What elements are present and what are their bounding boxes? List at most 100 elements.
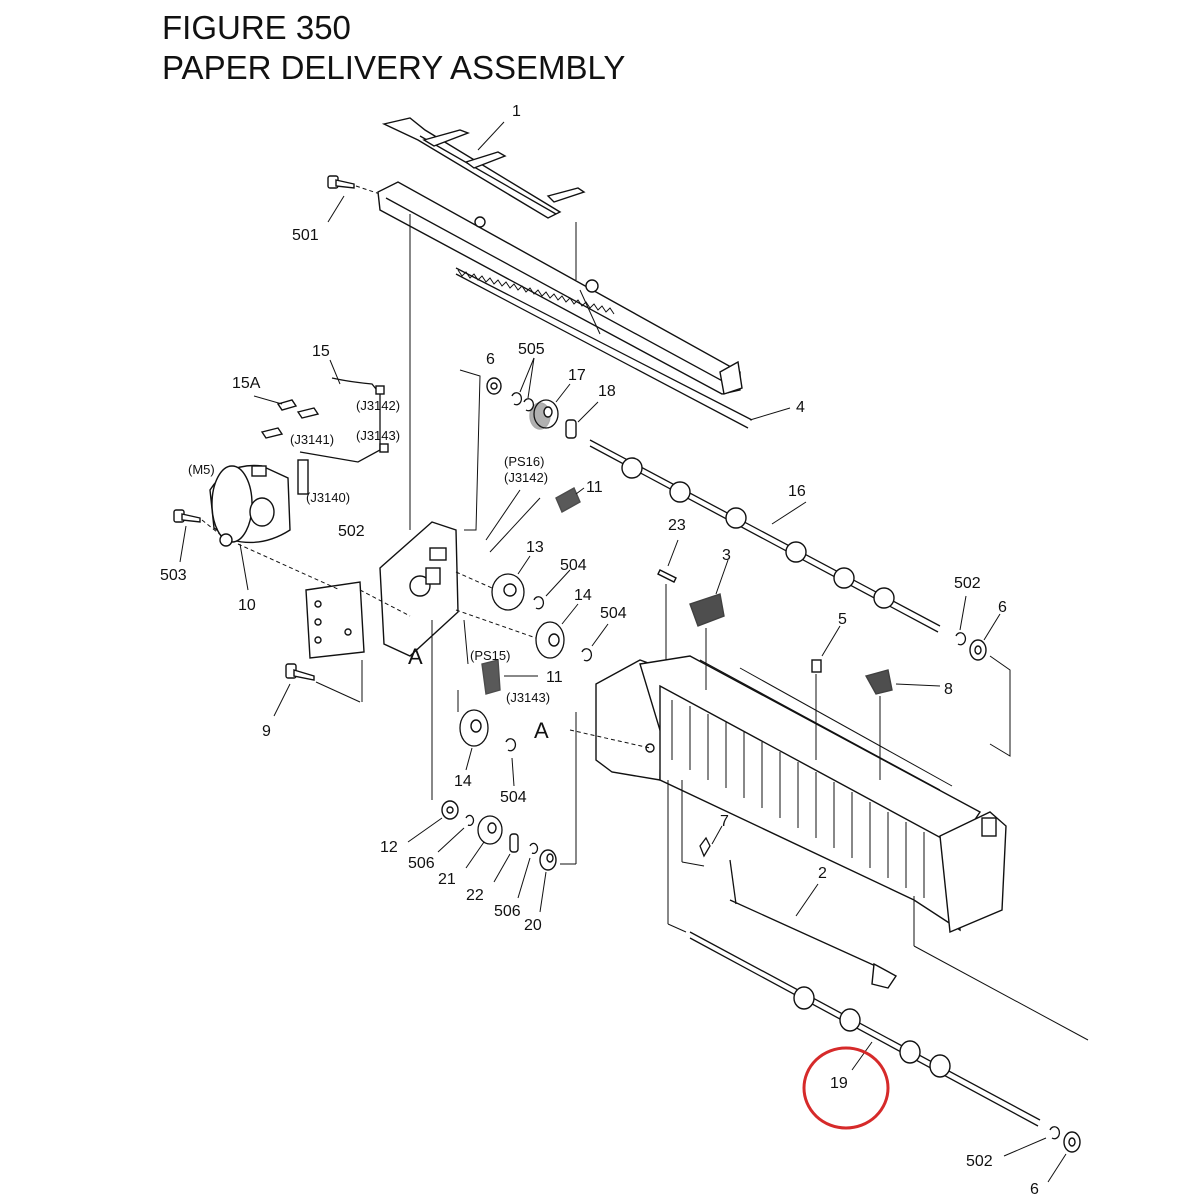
- callout-15: 15: [312, 343, 330, 360]
- callout-J3142-b: (J3142): [504, 470, 548, 485]
- top-frame: [377, 181, 743, 530]
- leader-9-bracket: [315, 681, 361, 703]
- part-18-bushing: [565, 401, 599, 439]
- part-14-gear-a: [455, 603, 579, 659]
- callout-J3143-a: (J3143): [356, 428, 400, 443]
- part-5-spring: [811, 625, 841, 760]
- callout-18: 18: [598, 383, 616, 400]
- callout-12: 12: [380, 839, 398, 856]
- callout-J3141: (J3141): [290, 432, 334, 447]
- part-8-sensor-arm: [864, 669, 941, 780]
- callout-6-bottom: 6: [1030, 1181, 1039, 1198]
- part-12-washer: [407, 800, 459, 843]
- motor-m5: [209, 464, 291, 547]
- part-2-shaft: [729, 859, 898, 989]
- callout-17: 17: [568, 367, 586, 384]
- part-503-screw: [173, 509, 223, 563]
- part-506-clip-b: [517, 842, 539, 899]
- callout-14-a: 14: [574, 587, 592, 604]
- callout-20: 20: [524, 917, 542, 934]
- part-11-sensor-ps15: [463, 619, 538, 695]
- side-plate: [237, 521, 459, 659]
- callout-501: 501: [292, 227, 319, 244]
- callout-11-bottom: 11: [546, 669, 563, 686]
- callout-502-bottom: 502: [966, 1153, 993, 1170]
- callout-14-b: 14: [454, 773, 472, 790]
- part-1-exit-guide: [381, 117, 586, 219]
- callout-504-c: 504: [500, 789, 527, 806]
- part-14-gear-b: [431, 620, 489, 800]
- callout-2: 2: [818, 865, 827, 882]
- part-20-bushing: [539, 712, 577, 913]
- callout-5: 5: [838, 611, 847, 628]
- figure-caption: PAPER DELIVERY ASSEMBLY: [162, 49, 626, 86]
- part-13-gear: [455, 555, 531, 611]
- callout-J3143-b: (J3143): [506, 690, 550, 705]
- motor-harness: [253, 359, 389, 495]
- callout-8: 8: [944, 681, 953, 698]
- callout-9: 9: [262, 723, 271, 740]
- callout-504-b: 504: [600, 605, 627, 622]
- part-23-pin: [657, 539, 679, 660]
- part-506-clip-a: [437, 814, 475, 853]
- part-504-clip-b: [581, 623, 609, 662]
- label-A-right: A: [534, 718, 549, 743]
- guide-leader-2: [913, 945, 1089, 1041]
- part-501-screw: [327, 175, 381, 223]
- chain-bracket: [459, 369, 481, 531]
- callout-506-a: 506: [408, 855, 435, 872]
- callout-21: 21: [438, 871, 456, 888]
- part-22-pin: [493, 833, 519, 883]
- part-19-roller-shaft: [667, 780, 1041, 1127]
- part-6-washer-right: [969, 613, 1011, 757]
- callout-506-b: 506: [494, 903, 521, 920]
- callout-504-a: 504: [560, 557, 587, 574]
- callout-23: 23: [668, 517, 686, 534]
- callout-6-top: 6: [486, 351, 495, 368]
- callout-502-right: 502: [954, 575, 981, 592]
- figure-title: FIGURE 350 PAPER DELIVERY ASSEMBLY: [162, 8, 625, 88]
- part-505-clips: [511, 357, 535, 412]
- callout-J3142-a: (J3142): [356, 398, 400, 413]
- callout-PS16: (PS16): [504, 454, 544, 469]
- part-21-gear: [465, 815, 503, 869]
- callout-22: 22: [466, 887, 484, 904]
- main-delivery-guide: [595, 655, 1007, 934]
- callout-11-top: 11: [586, 479, 603, 496]
- callout-502-left: 502: [338, 523, 365, 540]
- figure-number: FIGURE 350: [162, 9, 351, 46]
- part-504-clip-c: [505, 738, 517, 787]
- guide-ribs: [671, 700, 925, 898]
- callout-7: 7: [720, 813, 729, 830]
- callout-PS15: (PS15): [470, 648, 510, 663]
- part-7-lever: [681, 780, 723, 867]
- callout-M5: (M5): [188, 462, 215, 477]
- callout-J3140: (J3140): [306, 490, 350, 505]
- part-502-clip-bottom: [1003, 1126, 1061, 1157]
- part-3-actuator: [689, 559, 729, 690]
- label-A-left: A: [408, 644, 423, 669]
- callout-13: 13: [526, 539, 544, 556]
- part-502-clip-right: [955, 595, 967, 646]
- callout-6-right: 6: [998, 599, 1007, 616]
- callout-1: 1: [512, 103, 521, 120]
- part-4-static-brush: [455, 267, 791, 429]
- callout-3: 3: [722, 547, 731, 564]
- part-11-sensor-top: [485, 487, 585, 553]
- callout-10: 10: [238, 597, 256, 614]
- part-9-screw: [273, 663, 315, 717]
- callout-505: 505: [518, 341, 545, 358]
- part-6-washer-top: [486, 377, 502, 395]
- callout-4: 4: [796, 399, 805, 416]
- part-504-clip-a: [533, 569, 571, 610]
- part-6-washer-bottom: [1047, 1131, 1081, 1183]
- leader-10: [239, 543, 249, 591]
- callout-16: 16: [788, 483, 806, 500]
- callout-503: 503: [160, 567, 187, 584]
- part-16-roller-shaft: [589, 439, 941, 633]
- callout-19: 19: [830, 1075, 848, 1092]
- highlight-circle-19: [802, 1046, 890, 1130]
- part-17-gear: [529, 383, 571, 430]
- callout-15A: 15A: [232, 375, 261, 392]
